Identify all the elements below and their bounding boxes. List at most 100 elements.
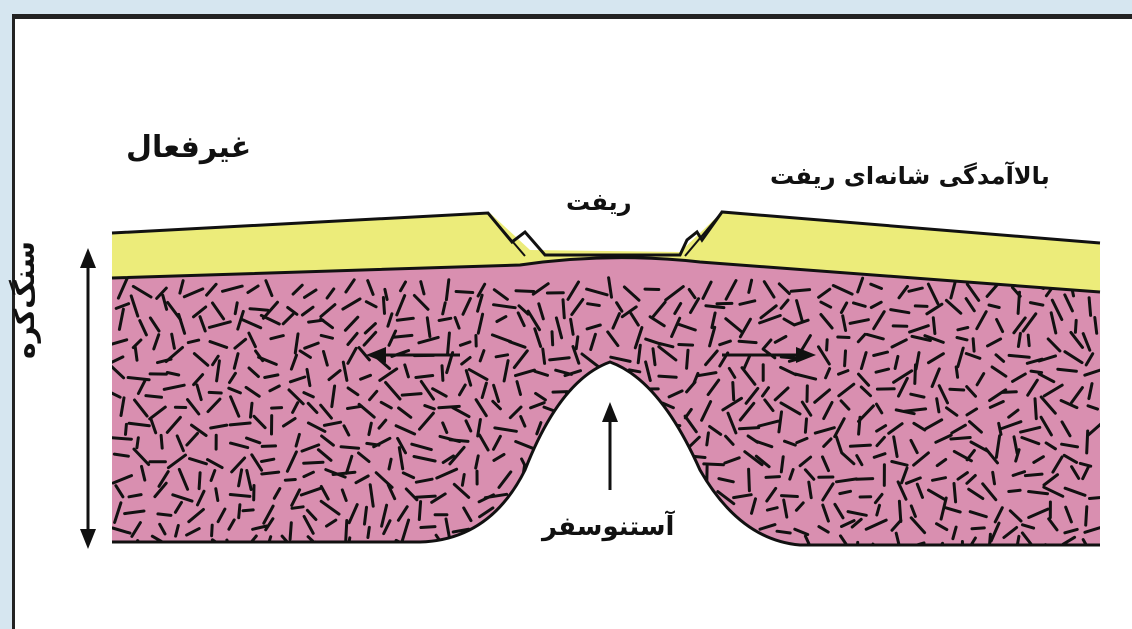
texture-dash	[951, 438, 970, 440]
texture-dash	[448, 333, 450, 354]
texture-dash	[262, 472, 279, 474]
texture-dash	[1031, 371, 1042, 373]
texture-dash	[442, 366, 443, 381]
texture-dash	[1025, 474, 1042, 476]
texture-dash	[114, 454, 128, 456]
texture-dash	[1058, 369, 1077, 371]
texture-dash	[285, 480, 295, 481]
texture-dash	[419, 502, 420, 520]
texture-dash	[989, 534, 991, 552]
texture-dash	[740, 428, 759, 429]
texture-dash	[186, 545, 200, 554]
texture-dash	[838, 337, 849, 338]
texture-dash	[1002, 392, 1016, 393]
texture-dash	[552, 332, 553, 345]
texture-dash	[933, 318, 935, 334]
texture-dash	[126, 424, 127, 434]
texture-dash	[1089, 298, 1091, 316]
texture-dash	[363, 545, 373, 551]
texture-dash	[805, 419, 806, 432]
texture-dash	[272, 408, 282, 409]
texture-dash	[679, 345, 693, 346]
texture-dash	[114, 542, 122, 552]
texture-dash	[262, 446, 275, 447]
texture-dash	[290, 523, 291, 539]
texture-dash	[416, 376, 433, 378]
texture-dash	[402, 394, 421, 396]
label-shoulder-uplift: بالاآمدگی شانه‌ای ریفت	[770, 162, 1050, 190]
texture-dash	[462, 475, 464, 486]
texture-dash	[135, 347, 137, 361]
texture-dash	[766, 477, 780, 478]
texture-dash	[956, 367, 957, 377]
texture-dash	[341, 447, 359, 449]
texture-dash	[687, 350, 688, 368]
texture-dash	[576, 337, 578, 349]
arrow-head-down	[80, 529, 96, 549]
texture-dash	[899, 501, 900, 521]
texture-dash	[368, 527, 369, 537]
texture-dash	[1090, 498, 1100, 499]
texture-dash	[239, 505, 240, 518]
texture-dash	[456, 292, 473, 293]
texture-dash	[1009, 355, 1029, 357]
texture-dash	[230, 495, 250, 497]
texture-dash	[450, 440, 468, 442]
texture-dash	[304, 462, 323, 463]
texture-dash	[1018, 333, 1020, 346]
texture-dash	[915, 365, 916, 384]
texture-dash	[516, 291, 534, 292]
texture-dash	[397, 318, 413, 320]
texture-dash	[111, 438, 131, 440]
texture-dash	[1086, 507, 1087, 525]
texture-dash	[199, 473, 200, 489]
texture-dash	[292, 507, 303, 509]
texture-dash	[230, 423, 250, 425]
texture-dash	[346, 521, 347, 542]
texture-dash	[386, 543, 399, 547]
texture-dash	[496, 355, 508, 357]
texture-dash	[707, 433, 709, 445]
texture-dash	[146, 396, 162, 398]
texture-dash	[659, 376, 676, 377]
texture-dash	[383, 298, 384, 314]
texture-dash	[859, 417, 860, 434]
texture-dash	[950, 389, 964, 390]
texture-dash	[1087, 431, 1088, 453]
texture-dash	[1035, 399, 1036, 419]
texture-dash	[439, 406, 460, 407]
texture-dash	[235, 303, 237, 314]
texture-dash	[791, 290, 809, 292]
texture-dash	[857, 479, 873, 480]
texture-dash	[739, 341, 756, 342]
label-asthenosphere: آستنوسفر	[542, 512, 674, 542]
label-rift: ریفت	[566, 188, 632, 216]
texture-dash	[243, 510, 253, 511]
texture-dash	[1009, 490, 1020, 491]
texture-dash	[137, 438, 138, 448]
texture-dash	[1018, 292, 1019, 313]
texture-dash	[782, 496, 798, 497]
texture-dash	[393, 335, 412, 337]
texture-dash	[421, 527, 435, 528]
label-inactive: غیرفعال	[126, 130, 251, 165]
texture-dash	[777, 531, 790, 533]
texture-dash	[553, 392, 567, 393]
texture-dash	[209, 392, 221, 393]
texture-dash	[158, 514, 171, 516]
texture-dash	[972, 528, 984, 529]
texture-dash	[733, 383, 734, 400]
texture-dash	[706, 306, 724, 308]
texture-dash	[161, 435, 162, 448]
texture-dash	[915, 306, 927, 307]
texture-dash	[845, 351, 846, 366]
texture-dash	[749, 469, 750, 490]
texture-dash	[216, 489, 218, 501]
texture-dash	[212, 525, 213, 536]
texture-dash	[653, 349, 655, 365]
texture-dash	[850, 445, 870, 446]
texture-dash	[1075, 320, 1076, 332]
texture-dash	[543, 349, 545, 363]
texture-dash	[1028, 335, 1029, 346]
texture-dash	[588, 304, 600, 306]
